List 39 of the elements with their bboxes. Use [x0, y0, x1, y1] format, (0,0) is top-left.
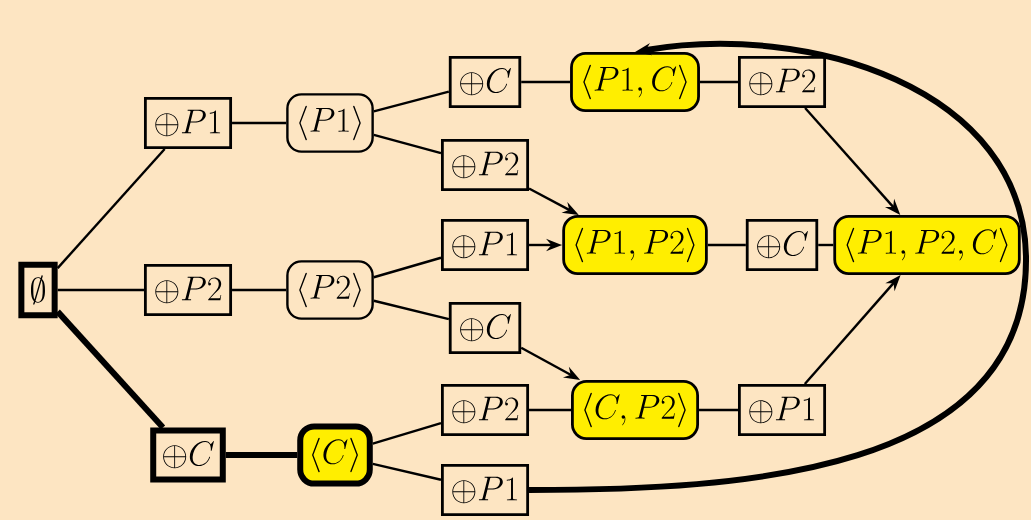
connector-line [521, 80, 571, 84]
box: $\oplus P2$ [441, 139, 530, 191]
connector-line [699, 80, 738, 84]
rounded-box: $\langle P1, P2, C\rangle$ [833, 215, 1021, 275]
rounded-box: $\langle P1, C\rangle$ [570, 52, 700, 113]
box: $\oplus P1$ [441, 464, 530, 516]
connector-line [225, 452, 298, 458]
connector-line [699, 408, 738, 412]
connector-line [373, 133, 442, 155]
connector-line [55, 309, 166, 430]
rounded-box: $\langle P1\rangle$ [286, 93, 374, 153]
rounded-box: $\langle C\rangle$ [297, 423, 373, 487]
arrow [529, 41, 1029, 493]
box: $\oplus C$ [448, 302, 522, 354]
rounded-box: $\langle P2\rangle$ [286, 260, 374, 320]
connector-line [818, 243, 834, 247]
rounded-box: $\langle P1, P2\rangle$ [562, 215, 708, 275]
connector-line [232, 288, 287, 292]
connector-line [232, 121, 287, 125]
connector-line [372, 462, 442, 481]
box: $\oplus P1$ [144, 97, 233, 149]
rounded-box: $\langle C, P2\rangle$ [571, 380, 699, 440]
connector-line [56, 148, 166, 269]
box: $\oplus C$ [150, 427, 226, 483]
connector-line [373, 256, 442, 279]
box: $\oplus P2$ [144, 264, 233, 316]
connector-line [57, 288, 144, 292]
box: $\oplus C$ [745, 219, 819, 271]
connector-line [373, 90, 450, 113]
box: $\emptyset$ [18, 261, 58, 319]
connector-line [372, 422, 442, 445]
box: $\oplus P2$ [441, 384, 530, 436]
box: $\oplus C$ [448, 56, 522, 108]
box: $\oplus P1$ [738, 384, 827, 436]
connector-line [529, 408, 571, 412]
box: $\oplus P1$ [441, 219, 530, 271]
connector-line [707, 243, 746, 247]
box: $\oplus P2$ [738, 56, 827, 108]
connector-line [373, 299, 450, 321]
